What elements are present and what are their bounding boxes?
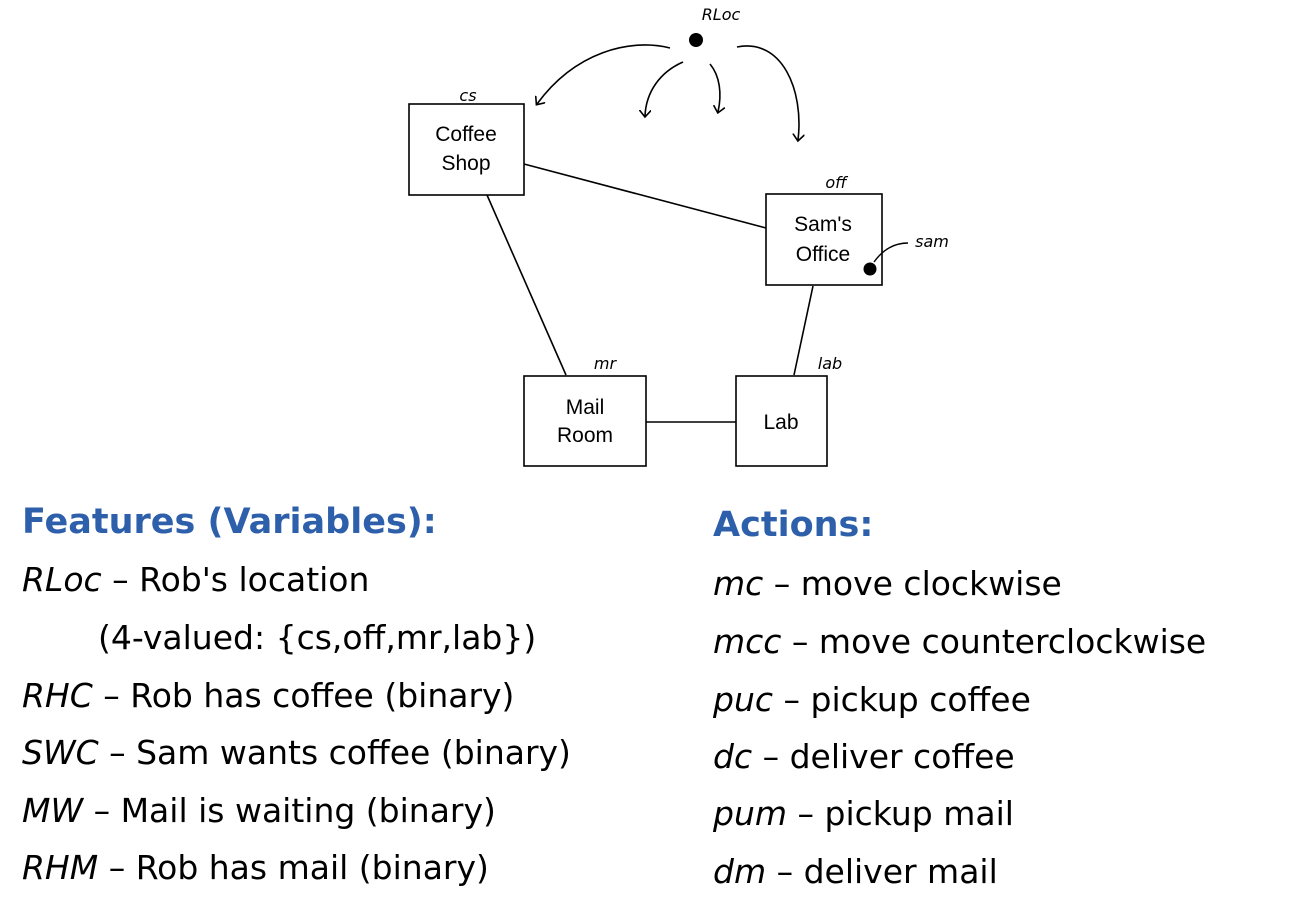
feature-description: – Rob's location bbox=[101, 560, 370, 599]
feature-description: – Mail is waiting (binary) bbox=[83, 791, 496, 830]
sam-pointer bbox=[873, 242, 909, 263]
arrow-to-coffee-shop bbox=[537, 44, 671, 104]
room-coffee-shop-line1: Coffee bbox=[435, 123, 497, 146]
room-office-line2: Office bbox=[796, 243, 850, 266]
robot-domain-diagram: Coffee Shop Sam's Office Mail Room Lab c… bbox=[408, 5, 949, 467]
action-description: – pickup coffee bbox=[773, 680, 1031, 719]
action-line: dc – deliver coffee bbox=[713, 737, 1015, 776]
action-description: – move clockwise bbox=[763, 564, 1062, 603]
action-line: pum – pickup mail bbox=[713, 794, 1014, 833]
action-line: puc – pickup coffee bbox=[713, 680, 1031, 719]
feature-line: RHM – Rob has mail (binary) bbox=[22, 848, 489, 887]
feature-symbol: MW bbox=[22, 791, 84, 830]
edge-coffee-mailroom bbox=[486, 194, 567, 376]
action-description: – move counterclockwise bbox=[781, 622, 1207, 661]
arrow-to-office bbox=[736, 45, 799, 140]
tag-lab: lab bbox=[818, 354, 842, 373]
action-symbol: mc bbox=[713, 564, 764, 603]
room-mail-room: Mail Room bbox=[523, 375, 647, 467]
room-lab: Lab bbox=[735, 375, 828, 467]
feature-description: – Sam wants coffee (binary) bbox=[98, 733, 571, 772]
action-description: – deliver coffee bbox=[752, 737, 1015, 776]
tag-mr: mr bbox=[594, 354, 618, 373]
sam-dot bbox=[863, 262, 877, 276]
room-office-line1: Sam's bbox=[794, 213, 852, 236]
feature-symbol: SWC bbox=[22, 733, 99, 772]
sam-label: sam bbox=[915, 232, 949, 251]
action-symbol: puc bbox=[713, 680, 774, 719]
actions-heading: Actions: bbox=[713, 505, 874, 545]
action-line: mc – move clockwise bbox=[713, 564, 1062, 603]
feature-line: (4-valued: {cs,off,mr,lab}) bbox=[98, 618, 536, 657]
room-coffee-shop: Coffee Shop bbox=[408, 103, 525, 196]
action-description: – deliver mail bbox=[766, 852, 998, 891]
feature-line: RHC – Rob has coffee (binary) bbox=[22, 676, 514, 715]
arrow-down-left bbox=[645, 61, 684, 116]
edge-office-lab bbox=[793, 285, 814, 376]
room-mail-room-line2: Room bbox=[557, 424, 613, 447]
feature-description: – Rob has coffee (binary) bbox=[92, 676, 515, 715]
robot-label: RLoc bbox=[702, 5, 741, 24]
edge-coffee-office bbox=[523, 163, 767, 229]
tag-cs: cs bbox=[459, 86, 476, 105]
feature-symbol: RHC bbox=[22, 676, 93, 715]
robot-dot bbox=[689, 33, 703, 47]
feature-symbol: RLoc bbox=[22, 560, 102, 599]
feature-symbol: RHM bbox=[22, 848, 99, 887]
action-symbol: pum bbox=[713, 794, 788, 833]
feature-line: MW – Mail is waiting (binary) bbox=[22, 791, 496, 830]
feature-description: – Rob has mail (binary) bbox=[98, 848, 489, 887]
features-heading: Features (Variables): bbox=[22, 502, 437, 542]
action-description: – pickup mail bbox=[787, 794, 1014, 833]
feature-description: (4-valued: {cs,off,mr,lab}) bbox=[98, 618, 537, 657]
room-lab-line1: Lab bbox=[763, 411, 798, 434]
feature-line: RLoc – Rob's location bbox=[22, 560, 369, 599]
room-coffee-shop-line2: Shop bbox=[441, 152, 490, 175]
arrow-down-middle bbox=[709, 63, 720, 112]
action-line: mcc – move counterclockwise bbox=[713, 622, 1206, 661]
feature-line: SWC – Sam wants coffee (binary) bbox=[22, 733, 571, 772]
room-mail-room-line1: Mail bbox=[566, 396, 605, 419]
action-symbol: mcc bbox=[713, 622, 782, 661]
action-line: dm – deliver mail bbox=[713, 852, 998, 891]
tag-off: off bbox=[825, 173, 849, 192]
action-symbol: dm bbox=[713, 852, 767, 891]
action-symbol: dc bbox=[713, 737, 753, 776]
room-office: Sam's Office bbox=[765, 193, 883, 286]
